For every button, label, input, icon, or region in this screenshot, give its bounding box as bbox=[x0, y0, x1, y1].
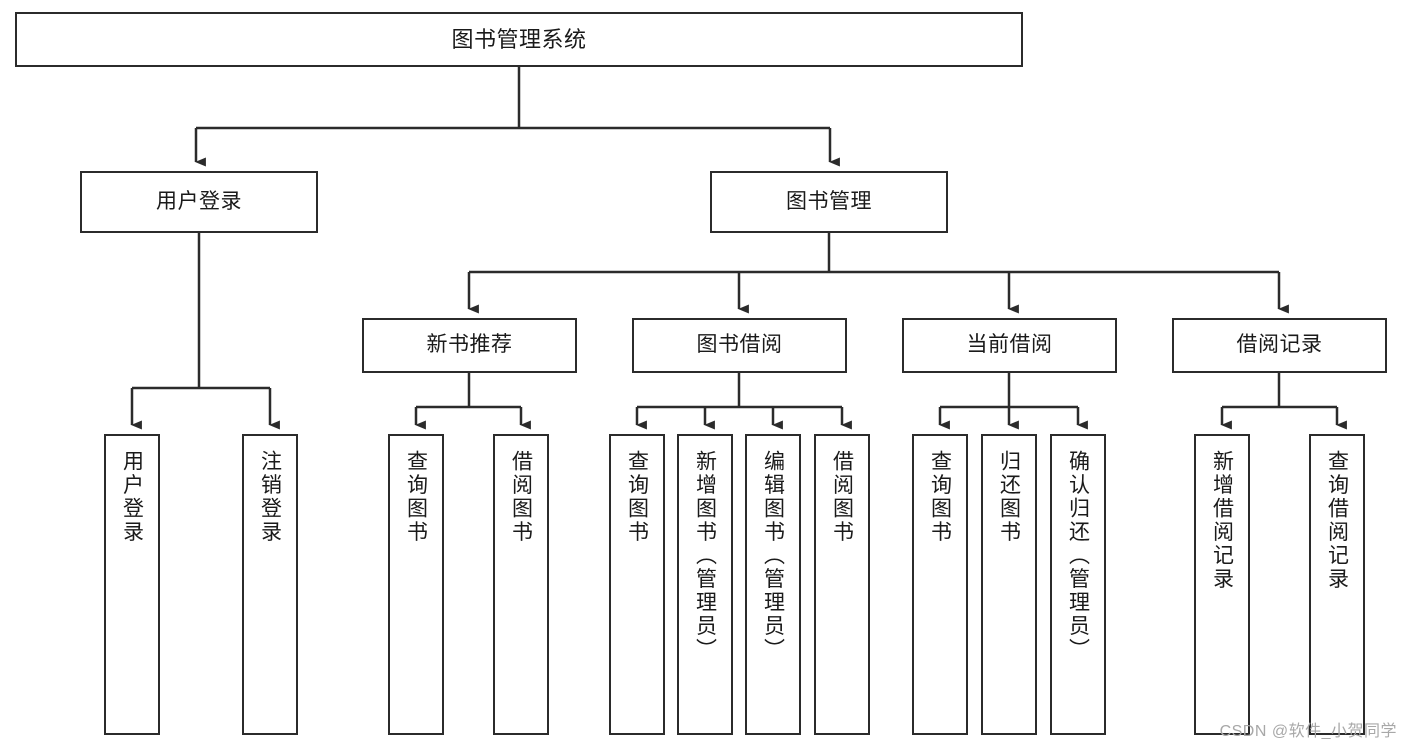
leaf-user-login-logout[interactable]: 注销登录 bbox=[242, 434, 298, 735]
node-label: 编辑图书（管理员） bbox=[761, 450, 785, 662]
node-label: 查询图书 bbox=[928, 450, 952, 544]
leaf-recommend-query-book[interactable]: 查询图书 bbox=[388, 434, 444, 735]
node-label: 新书推荐 bbox=[426, 333, 513, 357]
leaf-borrow-query-book[interactable]: 查询图书 bbox=[609, 434, 665, 735]
node-label: 借阅图书 bbox=[509, 450, 533, 544]
node-label: 借阅图书 bbox=[830, 450, 854, 544]
leaf-user-login-login[interactable]: 用户登录 bbox=[104, 434, 160, 735]
leaf-record-query-record[interactable]: 查询借阅记录 bbox=[1309, 434, 1365, 735]
node-borrow-record[interactable]: 借阅记录 bbox=[1172, 318, 1387, 373]
node-label: 图书管理系统 bbox=[451, 26, 587, 52]
node-label: 用户登录 bbox=[120, 450, 144, 544]
node-label: 查询图书 bbox=[404, 450, 428, 544]
leaf-borrow-add-book-admin[interactable]: 新增图书（管理员） bbox=[677, 434, 733, 735]
leaf-recommend-borrow-book[interactable]: 借阅图书 bbox=[493, 434, 549, 735]
leaf-current-query-book[interactable]: 查询图书 bbox=[912, 434, 968, 735]
node-label: 借阅记录 bbox=[1236, 333, 1323, 357]
leaf-current-confirm-return-admin[interactable]: 确认归还（管理员） bbox=[1050, 434, 1106, 735]
node-book-borrow[interactable]: 图书借阅 bbox=[632, 318, 847, 373]
node-label: 归还图书 bbox=[997, 450, 1021, 544]
leaf-record-add-record[interactable]: 新增借阅记录 bbox=[1194, 434, 1250, 735]
csdn-watermark: CSDN @软件_小贺同学 bbox=[1219, 723, 1397, 740]
node-label: 图书管理 bbox=[786, 189, 872, 213]
node-new-book-recommend[interactable]: 新书推荐 bbox=[362, 318, 577, 373]
node-label: 确认归还（管理员） bbox=[1066, 450, 1090, 662]
node-label: 当前借阅 bbox=[966, 333, 1053, 357]
node-current-borrow[interactable]: 当前借阅 bbox=[902, 318, 1117, 373]
node-root-book-management-system[interactable]: 图书管理系统 bbox=[15, 12, 1023, 67]
leaf-current-return-book[interactable]: 归还图书 bbox=[981, 434, 1037, 735]
node-user-login[interactable]: 用户登录 bbox=[80, 171, 318, 233]
leaf-borrow-edit-book-admin[interactable]: 编辑图书（管理员） bbox=[745, 434, 801, 735]
node-label: 新增借阅记录 bbox=[1210, 450, 1234, 591]
leaf-borrow-borrow-book[interactable]: 借阅图书 bbox=[814, 434, 870, 735]
node-label: 注销登录 bbox=[258, 450, 282, 544]
node-label: 图书借阅 bbox=[696, 333, 783, 357]
node-label: 查询借阅记录 bbox=[1325, 450, 1349, 591]
node-label: 新增图书（管理员） bbox=[693, 450, 717, 662]
node-label: 用户登录 bbox=[156, 189, 242, 213]
node-book-management[interactable]: 图书管理 bbox=[710, 171, 948, 233]
node-label: 查询图书 bbox=[625, 450, 649, 544]
